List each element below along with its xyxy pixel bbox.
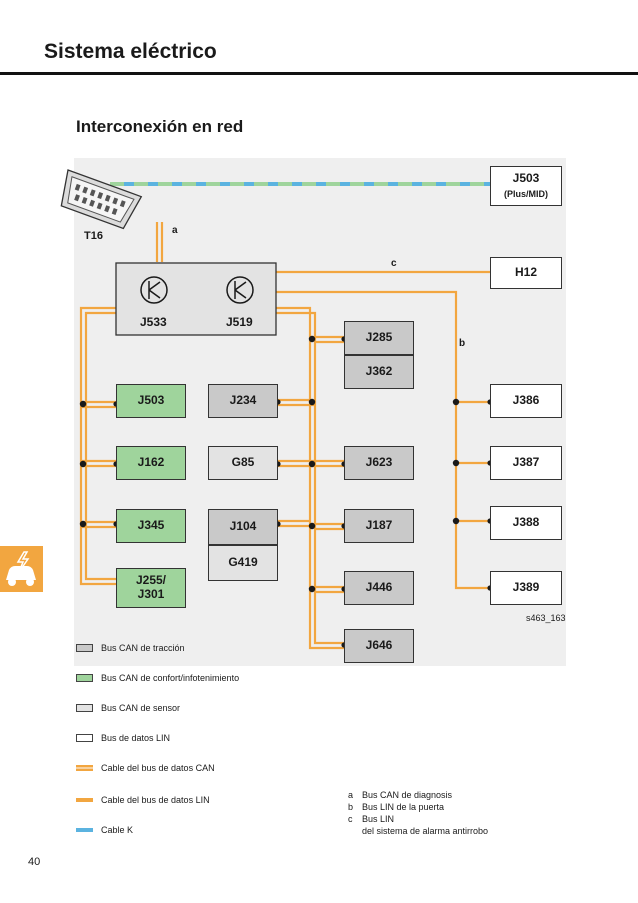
legend-swatch-comfort bbox=[76, 674, 93, 682]
unit-j503-plus-mid: J503 (Plus/MID) bbox=[490, 166, 562, 206]
note-text: Bus CAN de diagnosis bbox=[362, 790, 453, 800]
legend-swatch-lin bbox=[76, 734, 93, 742]
unit-j387: J387 bbox=[490, 446, 562, 480]
unit-h12: H12 bbox=[490, 257, 562, 289]
wire-notes: a Bus CAN de diagnosis b Bus LIN de la p… bbox=[348, 789, 488, 837]
legend-swatch-drivetrain bbox=[76, 644, 93, 652]
unit-sublabel: (Plus/MID) bbox=[504, 189, 548, 200]
can-wires bbox=[79, 222, 490, 650]
right-trunk bbox=[276, 306, 344, 650]
note-row: a Bus CAN de diagnosis bbox=[348, 789, 488, 801]
transistor-icon bbox=[226, 276, 254, 304]
wire-label-a: a bbox=[172, 225, 178, 236]
legend-label: Cable del bus de datos CAN bbox=[101, 763, 215, 773]
unit-j623: J623 bbox=[344, 446, 414, 480]
legend-label: Cable K bbox=[101, 825, 134, 835]
unit-g85: G85 bbox=[208, 446, 278, 480]
note-key bbox=[348, 825, 362, 837]
chapter-title: Sistema eléctrico bbox=[44, 40, 217, 63]
unit-j187: J187 bbox=[344, 509, 414, 543]
unit-g419: G419 bbox=[208, 545, 278, 581]
unit-label: J503 bbox=[512, 171, 540, 186]
note-row: b Bus LIN de la puerta bbox=[348, 801, 488, 813]
legend-line-k bbox=[76, 828, 93, 832]
legend-item: Cable del bus de datos CAN bbox=[76, 761, 215, 775]
legend-label: Bus CAN de confort/infotenimiento bbox=[101, 673, 240, 683]
legend-label: Cable del bus de datos LIN bbox=[101, 795, 210, 805]
note-key: c bbox=[348, 814, 353, 824]
connector-label: T16 bbox=[84, 230, 103, 242]
legend-item: Bus CAN de tracción bbox=[76, 641, 185, 655]
note-text: Bus LIN bbox=[362, 814, 395, 824]
legend-item: Cable del bus de datos LIN bbox=[76, 793, 210, 807]
unit-j646: J646 bbox=[344, 629, 414, 663]
legend-label: Bus CAN de tracción bbox=[101, 643, 185, 653]
page-number: 40 bbox=[28, 856, 41, 868]
legend-line-lin bbox=[76, 798, 93, 802]
legend-item: Bus de datos LIN bbox=[76, 731, 170, 745]
unit-j162: J162 bbox=[116, 446, 186, 480]
header-rule bbox=[0, 72, 638, 75]
unit-j345: J345 bbox=[116, 509, 186, 543]
note-row: c Bus LIN bbox=[348, 813, 488, 825]
unit-j234: J234 bbox=[208, 384, 278, 418]
note-row: del sistema de alarma antirrobo bbox=[348, 825, 488, 837]
note-key: b bbox=[348, 802, 354, 812]
note-text: Bus LIN de la puerta bbox=[362, 802, 445, 812]
section-title: Interconexión en red bbox=[76, 117, 244, 136]
unit-j446: J446 bbox=[344, 571, 414, 605]
wire-label-b: b bbox=[459, 338, 466, 349]
legend-label: Bus CAN de sensor bbox=[101, 703, 181, 713]
unit-j104: J104 bbox=[208, 509, 278, 545]
wire-b bbox=[276, 290, 490, 590]
unit-j362: J362 bbox=[344, 355, 414, 389]
note-text: del sistema de alarma antirrobo bbox=[362, 826, 489, 836]
wire-label-c: c bbox=[391, 258, 397, 269]
gateway-label-j519: J519 bbox=[226, 315, 253, 329]
diagnostic-connector-icon bbox=[60, 169, 143, 230]
unit-j389: J389 bbox=[490, 571, 562, 605]
legend-swatch-sensor bbox=[76, 704, 93, 712]
legend-item: Bus CAN de confort/infotenimiento bbox=[76, 671, 239, 685]
unit-j388: J388 bbox=[490, 506, 562, 540]
figure-reference: s463_163 bbox=[526, 613, 566, 623]
unit-j503: J503 bbox=[116, 384, 186, 418]
legend-label: Bus de datos LIN bbox=[101, 733, 171, 743]
left-trunk bbox=[79, 306, 116, 586]
electric-car-icon bbox=[6, 551, 36, 586]
gateway-label-j533: J533 bbox=[140, 315, 167, 329]
note-key: a bbox=[348, 790, 354, 800]
legend-line-can bbox=[76, 765, 93, 771]
unit-j285: J285 bbox=[344, 321, 414, 355]
transistor-icon bbox=[140, 276, 168, 304]
unit-j255-j301: J255/ J301 bbox=[116, 568, 186, 608]
side-tab bbox=[0, 546, 43, 592]
wire-a bbox=[155, 222, 164, 262]
unit-j386: J386 bbox=[490, 384, 562, 418]
legend-item: Cable K bbox=[76, 823, 133, 837]
legend-item: Bus CAN de sensor bbox=[76, 701, 180, 715]
